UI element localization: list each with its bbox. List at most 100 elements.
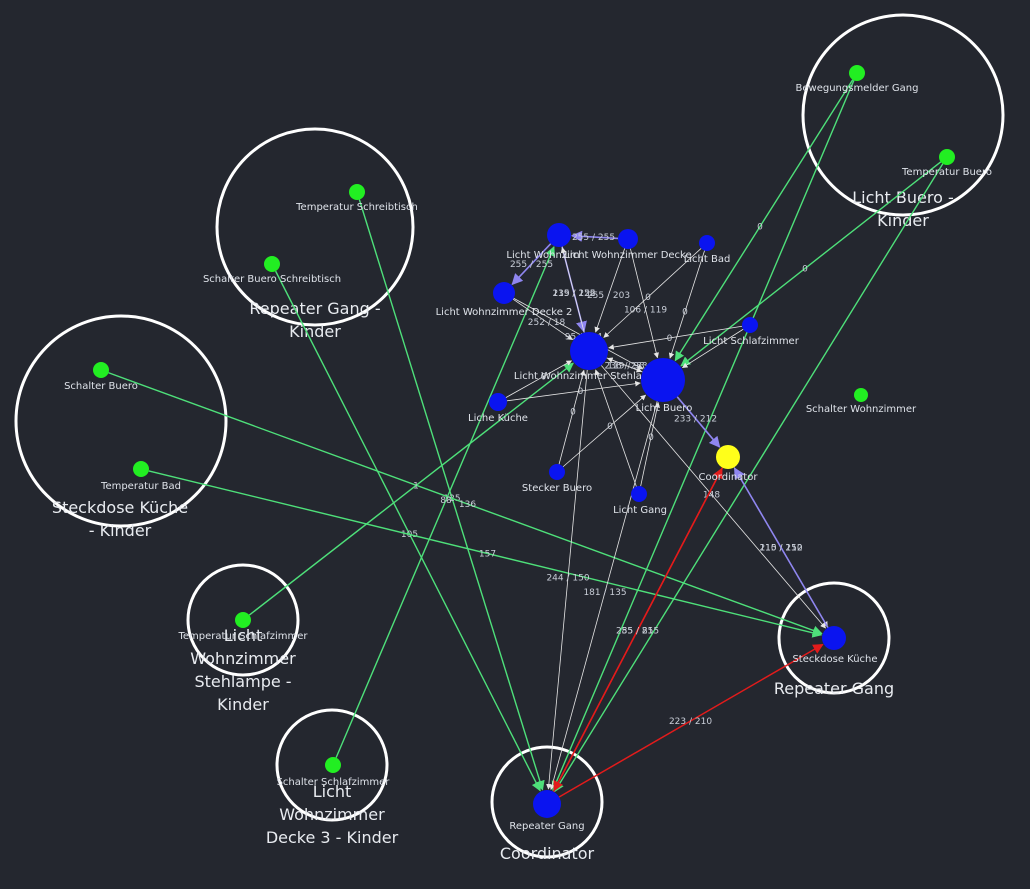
link-label-lstehlampe-lwz1: 119 / 122	[552, 289, 595, 299]
link-tempbuero-lbuero	[680, 161, 942, 367]
device-node-lkueche[interactable]	[489, 393, 507, 411]
link-label-lwzdecke-lstehlampe: 255 / 203	[587, 291, 630, 301]
device-label-repeater: Repeater Gang	[509, 821, 584, 832]
link-label-lbad-lstehlampe: 0	[645, 293, 651, 303]
device-label-tempbad: Temperatur Bad	[100, 481, 181, 492]
link-schaltschreib-repeater	[275, 270, 541, 792]
group-ring-g-buero	[801, 13, 1005, 217]
device-node-lwzdecke[interactable]	[618, 229, 638, 249]
link-label-tempbuero-lbuero: 0	[802, 265, 808, 275]
device-label-lschlaf: Licht Schlafzimmer	[703, 336, 800, 347]
device-label-steckbuero: Stecker Buero	[522, 483, 592, 494]
device-node-tempschreib[interactable]	[349, 184, 365, 200]
link-label-lbuero-repeater: 181 / 135	[583, 588, 626, 598]
device-node-repeater[interactable]	[533, 790, 561, 818]
link-label-bewegung-lbuero: 0	[757, 223, 763, 233]
group-ring-g-schreib	[215, 127, 415, 327]
device-node-coordinator[interactable]	[716, 445, 740, 469]
device-node-steckkueche[interactable]	[822, 626, 846, 650]
device-node-schaltbuero[interactable]	[93, 362, 109, 378]
device-node-schaltwohn[interactable]	[854, 388, 868, 402]
link-lbuero-lstehlampe	[607, 357, 643, 373]
link-repeater-coordinator	[552, 467, 723, 792]
link-lwzdecke-lbuero	[630, 248, 659, 359]
link-label-lstehlampe-lbuero: 119 / 93	[607, 362, 644, 372]
link-lwzdecke-lstehlampe	[594, 248, 626, 333]
device-label-lwz1: Licht Wohnzim	[506, 250, 579, 261]
link-lwzdecke2-lbuero	[513, 297, 644, 370]
link-bewegung-lbuero	[674, 79, 854, 362]
device-node-lschlaf[interactable]	[742, 317, 758, 333]
group-label-g-coord: Coordinator	[500, 844, 595, 863]
group-ring-g-coord	[490, 745, 604, 859]
link-label-lkueche-lstehlampe: 0	[541, 373, 547, 383]
link-lstehlampe-steckkueche	[601, 365, 826, 629]
group-ring-g-decke3	[275, 708, 389, 822]
device-node-schaltschlaf[interactable]	[325, 757, 341, 773]
device-node-bewegung[interactable]	[849, 65, 865, 81]
device-node-lbuero[interactable]	[641, 358, 685, 402]
device-node-tempbad[interactable]	[133, 461, 149, 477]
link-label-steckbuero-lstehlampe: 0	[570, 408, 576, 418]
link-lgang-lbuero	[640, 401, 660, 487]
device-label-lstehlampe: Licht Wohnzimmer Stehlampe	[514, 371, 664, 382]
link-lbad-lstehlampe	[603, 248, 702, 338]
link-label-steckkueche-coordinator: 210 / 252	[759, 544, 802, 554]
link-lbad-lbuero	[668, 250, 705, 359]
device-label-schaltschlaf: Schalter Schlafzimmer	[277, 777, 391, 788]
device-label-steckkueche: Steckdose Küche	[792, 654, 877, 665]
link-schaltschlaf-lwz1	[335, 246, 555, 758]
link-label-steckbuero-lbuero: 0	[607, 422, 613, 432]
device-node-steckbuero[interactable]	[549, 464, 565, 480]
device-node-lwz1[interactable]	[547, 223, 571, 247]
link-lwzdecke-lwz1	[570, 230, 619, 242]
link-lbuero-repeater	[549, 401, 658, 791]
link-tempschlaf-lstehlampe	[248, 362, 574, 616]
group-label-g-kueche: Steckdose Küche- Kinder	[52, 498, 188, 540]
link-label-lbuero-lstehlampe: 236 / 233	[604, 362, 647, 372]
group-label-g-repeater: Repeater Gang	[774, 679, 894, 698]
link-label-lwzdecke-lbuero: 106 / 119	[624, 306, 667, 316]
link-label-lwzdecke2-lstehlampe: 252 / 18	[528, 318, 566, 328]
link-label-lwz1-lwzdecke2: 255 / 255	[510, 260, 553, 270]
device-node-lwzdecke2[interactable]	[493, 282, 515, 304]
device-node-lbad[interactable]	[699, 235, 715, 251]
link-label-tempbad-steckkueche: 157	[479, 550, 496, 560]
link-lwzdecke2-lstehlampe	[512, 298, 573, 341]
link-label-repeater-steckkueche: 223 / 210	[669, 717, 712, 727]
device-label-tempbuero: Temperatur Buero	[901, 167, 992, 178]
device-node-tempbuero[interactable]	[939, 149, 955, 165]
link-steckbuero-lstehlampe	[558, 369, 586, 465]
link-repeater-steckkueche	[558, 643, 824, 798]
device-node-lstehlampe[interactable]	[570, 332, 608, 370]
device-label-lbad: Licht Bad	[684, 254, 731, 265]
link-tempbad-steckkueche	[148, 470, 823, 638]
link-lstehlampe-repeater	[546, 369, 588, 790]
group-label-g-buero: Licht Buero -Kinder	[852, 188, 954, 230]
link-lbuero-coordinator	[676, 396, 721, 448]
link-label-lbuero-coordinator: 233 / 212	[674, 415, 717, 425]
link-lstehlampe-lwz1	[560, 247, 585, 333]
device-node-tempschlaf[interactable]	[235, 612, 251, 628]
link-label-schaltbuero-steckkueche: 136	[459, 500, 476, 510]
device-label-schaltwohn: Schalter Wohnzimmer	[806, 404, 917, 415]
group-label-g-schreib: Repeater Gang -Kinder	[249, 299, 380, 341]
device-label-lkueche: Liche Küche	[468, 413, 528, 424]
link-lschlaf-lbuero	[681, 328, 744, 369]
link-schaltbuero-steckkueche	[108, 372, 823, 636]
device-label-schaltschreib: Schalter Buero Schreibtisch	[203, 274, 341, 285]
device-node-lgang[interactable]	[631, 486, 647, 502]
link-label-lschlaf-lstehlampe: 0	[667, 334, 673, 344]
device-label-tempschreib: Temperatur Schreibtisch	[295, 202, 418, 213]
link-label-lbad-lbuero: 0	[682, 308, 688, 318]
link-label-lwzdecke-lwz1: 255 / 255	[572, 233, 615, 243]
device-node-schaltschreib[interactable]	[264, 256, 280, 272]
group-ring-g-stehlampe	[186, 563, 300, 677]
group-ring-g-repeater	[777, 581, 891, 695]
device-label-lgang: Licht Gang	[613, 505, 667, 516]
